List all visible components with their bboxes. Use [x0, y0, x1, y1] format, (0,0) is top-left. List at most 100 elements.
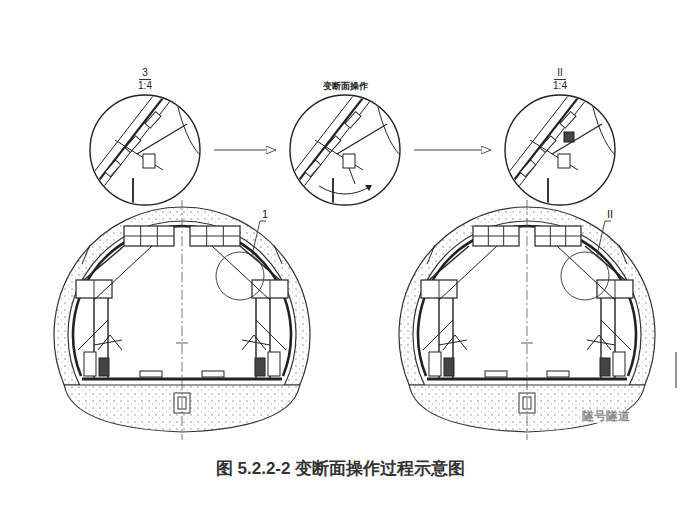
lining-surface [86, 93, 160, 190]
top-platform [535, 226, 581, 246]
jack [613, 352, 625, 376]
hinge-box [143, 154, 155, 168]
platform-rail [190, 236, 240, 237]
bracket [345, 112, 361, 129]
rock-face [375, 95, 400, 155]
callout-number: II [607, 208, 613, 221]
detail-view: 变断面操作 [286, 80, 404, 207]
watermark: 隧号隧道 [580, 410, 632, 423]
deck-beam [82, 378, 282, 381]
platform-rail [615, 280, 616, 298]
lining-surface [286, 93, 360, 190]
bracket [325, 136, 341, 153]
detail-marker [216, 252, 264, 300]
platform-rail [124, 236, 174, 237]
deck-plate [485, 371, 507, 377]
detail-circle [505, 95, 615, 205]
link-rod [349, 168, 355, 184]
strut [427, 245, 435, 264]
platform-rail [439, 280, 440, 298]
detail-number: II [554, 67, 566, 80]
rotation-arc [319, 186, 371, 194]
tunnel-section [54, 200, 310, 440]
centre-mark [176, 343, 188, 344]
platform-rail [270, 280, 271, 298]
strut [212, 246, 270, 300]
side-platform [421, 280, 457, 298]
detail-view: 31:4 [86, 67, 204, 207]
jack [444, 358, 454, 376]
rock-face [175, 95, 200, 155]
bracket [520, 160, 536, 177]
figure-caption: 图 5.2.2-2 变断面操作过程示意图 [0, 458, 681, 480]
strut [94, 246, 152, 300]
view-title: 31:4 [86, 67, 204, 92]
support-leg [98, 335, 122, 350]
support-leg [443, 335, 467, 350]
detail-view: II1:4 [501, 67, 619, 207]
bracket [145, 112, 161, 129]
jack [84, 352, 96, 376]
edge-mark [676, 352, 677, 388]
strut [530, 140, 578, 170]
deck-plate [202, 371, 224, 377]
side-platform [76, 280, 112, 298]
detail-number: 3 [139, 67, 151, 80]
view-title: 变断面操作 [286, 80, 404, 92]
post [547, 178, 549, 207]
deck-plate [140, 371, 162, 377]
bracket [105, 160, 121, 177]
support-leg [242, 335, 266, 350]
brace [256, 320, 286, 350]
deck-plate [547, 371, 569, 377]
side-platform [597, 280, 633, 298]
centre-line [527, 200, 528, 440]
flow-arrow [414, 150, 491, 151]
top-platform [190, 226, 240, 246]
hinge-box [558, 154, 570, 168]
strut [552, 124, 602, 154]
detail-drawing [286, 93, 404, 207]
strut [137, 124, 187, 154]
jack [99, 358, 109, 376]
strut [439, 246, 497, 300]
scale-ratio: 1:4 [135, 80, 155, 92]
strut [429, 246, 469, 280]
top-platform [124, 226, 174, 246]
brace [78, 320, 108, 350]
arrow-tip [365, 185, 372, 191]
strut [337, 124, 387, 154]
top-platform [473, 226, 519, 246]
flow-arrow [214, 150, 276, 151]
strut [115, 140, 163, 170]
jack [268, 352, 280, 376]
leader-line [252, 221, 266, 255]
centre-line [182, 200, 183, 440]
centre-mark [521, 343, 533, 344]
support-leg [587, 335, 611, 350]
detail-circle [90, 95, 200, 205]
lining-surface [501, 93, 575, 190]
hinge-box [343, 154, 355, 168]
strut [274, 245, 282, 264]
clamp [564, 132, 574, 142]
platform-rail [473, 236, 519, 237]
bracket [540, 136, 556, 153]
tunnel-section [399, 200, 655, 440]
platform-rail [535, 236, 581, 237]
detail-drawing [86, 93, 204, 207]
callout-number: 1 [262, 208, 268, 221]
jack [429, 352, 441, 376]
jack [255, 358, 265, 376]
strut [84, 246, 124, 280]
bracket [560, 112, 576, 129]
detail-circle [290, 95, 400, 205]
deck-beam [427, 378, 627, 381]
jack [600, 358, 610, 376]
scale-ratio: 1:4 [550, 80, 570, 92]
bracket [305, 160, 321, 177]
view-title: II1:4 [501, 67, 619, 92]
strut [82, 245, 90, 264]
